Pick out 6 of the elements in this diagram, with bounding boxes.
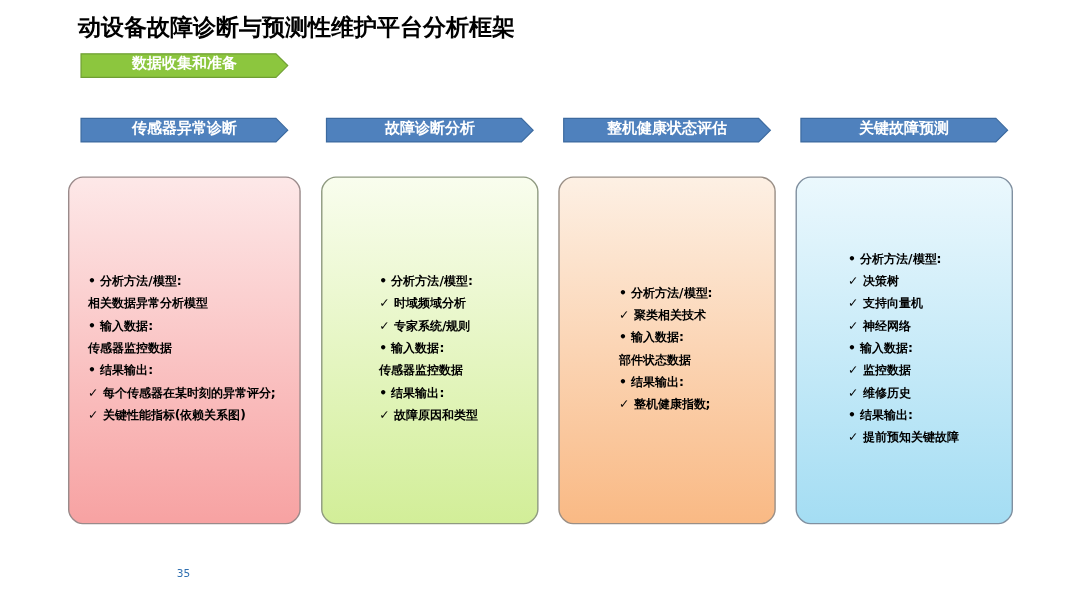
label: 35 bbox=[176, 566, 190, 579]
node-box: • 分析方法/模型: ✓ 时域频域分析 ✓ 专家系统/规则 • 输入数据: 传感器监控数据 • 结果输出: ✓ 故障原因和类型 bbox=[320, 176, 539, 525]
node-box: • 分析方法/模型: ✓ 决策树 ✓ 支持向量机 ✓ 神经网络 • 输入数据: ✓ 监控数据 ✓ 维修历史 • 结果输出: ✓ 提前预知关键故障 bbox=[795, 176, 1013, 525]
diagram-title: 动设备故障诊断与预测性维护平台分析框架 bbox=[77, 13, 515, 42]
node-box: • 分析方法/模型: ✓ 聚类相关技术 • 输入数据: 部件状态数据 • 结果输出: ✓ 整机健康指数; bbox=[557, 176, 776, 525]
node-box: • 分析方法/模型: 相关数据异常分析模型 • 输入数据: 传感器监控数据 • 结果输出: ✓ 每个传感器在某时刻的异常评分; ✓ 关键性能指标(依赖关系图) bbox=[67, 176, 301, 525]
